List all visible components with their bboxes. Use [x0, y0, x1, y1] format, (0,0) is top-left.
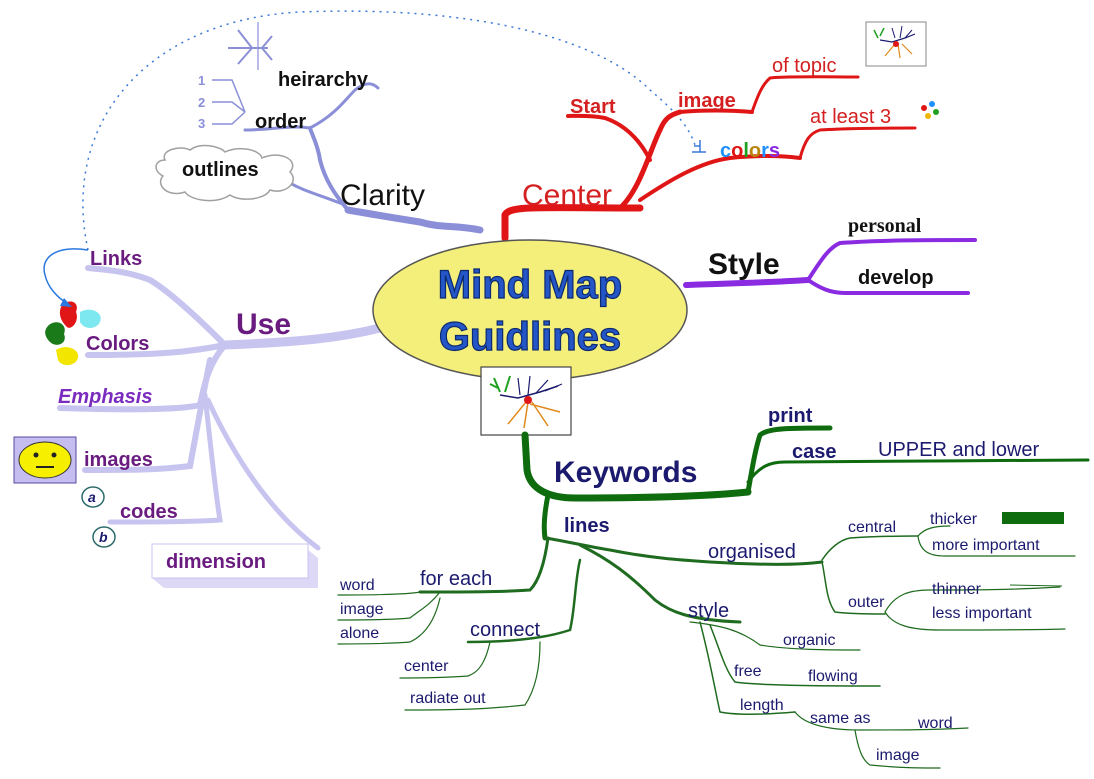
hierarchy-tree-icon	[228, 22, 273, 70]
personal-label: personal	[848, 215, 922, 237]
organised-label: organised	[708, 541, 796, 563]
central-topic-ellipse	[372, 239, 688, 381]
central-title-line2: Guidlines	[439, 315, 621, 359]
colors-label: colors	[720, 140, 780, 162]
order-numbers-icon: 1 2 3	[198, 73, 246, 131]
heirarchy-label: heirarchy	[278, 69, 369, 91]
images-use-label: images	[84, 449, 153, 471]
outlines-label: outlines	[182, 159, 259, 181]
keywords-branch	[521, 425, 1090, 541]
upper-lower-label: UPPER and lower	[878, 439, 1040, 461]
at-least-3-label: at least 3	[810, 106, 891, 128]
center-label: Center	[522, 179, 612, 212]
lines-label: lines	[564, 515, 610, 537]
free-label: free	[734, 663, 762, 680]
use-branch	[57, 265, 385, 551]
keywords-label: Keywords	[554, 456, 697, 489]
topic-thumbnail-image	[865, 21, 927, 67]
svg-text:a: a	[88, 489, 96, 505]
style-label: Style	[708, 248, 780, 281]
center-branch	[501, 75, 917, 242]
same-as-label: same as	[810, 710, 870, 727]
colors-use-label: Colors	[86, 333, 149, 355]
links-dotted-connector	[82, 10, 696, 251]
less-important-label: less important	[932, 605, 1032, 622]
links-label: Links	[90, 248, 142, 270]
thinner-label: thinner	[932, 581, 982, 598]
smiley-face-icon	[13, 436, 77, 484]
style-branch	[683, 238, 977, 296]
use-label: Use	[236, 308, 291, 341]
start-label: Start	[570, 96, 616, 118]
central-label: central	[848, 519, 896, 536]
dimension-label: dimension	[166, 551, 266, 573]
clarity-label: Clarity	[340, 179, 425, 212]
color-dots-icon	[921, 101, 939, 119]
image-style-label: image	[876, 747, 920, 764]
alone-label: alone	[340, 625, 379, 642]
lines-branch	[337, 525, 1076, 769]
central-thumbnail-image	[480, 366, 572, 436]
word-label: word	[339, 577, 375, 594]
colors-label-group: colors	[720, 140, 780, 162]
links-arrow	[43, 248, 89, 305]
dimension-box	[151, 543, 318, 588]
develop-label: develop	[858, 267, 934, 289]
code-a-badge: a	[81, 486, 105, 508]
svg-text:2: 2	[198, 95, 205, 110]
thicker-label: thicker	[930, 511, 978, 528]
more-important-label: more important	[932, 537, 1040, 554]
print-label: print	[768, 405, 813, 427]
case-label: case	[792, 441, 837, 463]
outer-label: outer	[848, 594, 885, 611]
center-lines-label: center	[404, 658, 449, 675]
svg-text:b: b	[99, 529, 108, 545]
color-splashes-icon	[45, 301, 101, 366]
links-arrow-head	[60, 298, 72, 307]
image-label: image	[678, 90, 736, 112]
of-topic-label: of topic	[772, 55, 836, 77]
code-b-badge: b	[92, 526, 116, 548]
for-each-label: for each	[420, 568, 492, 590]
connect-label: connect	[470, 619, 540, 641]
central-title-line1: Mind Map	[438, 263, 622, 307]
emphasis-label: Emphasis	[58, 386, 152, 408]
thicker-line-sample	[1002, 512, 1064, 524]
organic-label: organic	[783, 632, 835, 649]
word-style-label: word	[917, 715, 953, 732]
image-lines-label: image	[340, 601, 384, 618]
codes-label: codes	[120, 501, 178, 523]
order-label: order	[255, 111, 306, 133]
svg-text:1: 1	[198, 73, 205, 88]
length-label: length	[740, 697, 784, 714]
svg-text:3: 3	[198, 116, 205, 131]
outlines-cloud	[155, 144, 294, 202]
small-book-icon	[692, 140, 706, 153]
style-lines-label: style	[688, 600, 729, 622]
thinner-line-sample	[1009, 584, 1063, 587]
flowing-label: flowing	[808, 668, 858, 685]
radiate-out-label: radiate out	[410, 690, 486, 707]
